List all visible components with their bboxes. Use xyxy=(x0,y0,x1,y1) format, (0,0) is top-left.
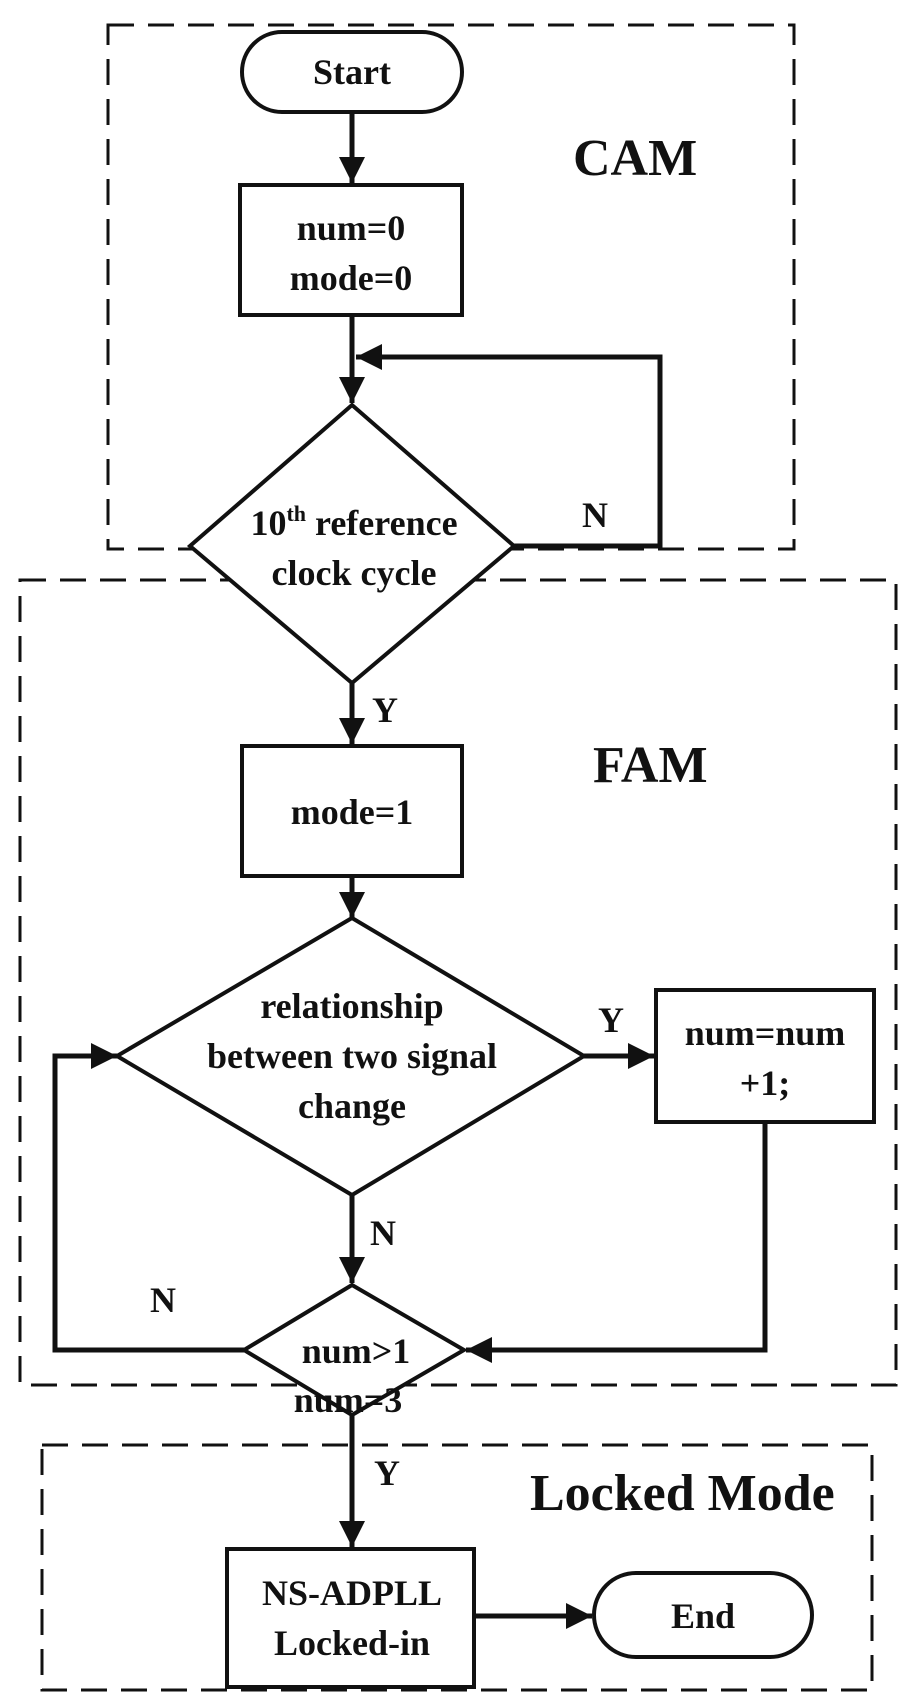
cam-region-title: CAM xyxy=(573,130,697,187)
locked-region-title: Locked Mode xyxy=(530,1465,835,1522)
locked-region-box xyxy=(40,1443,874,1692)
end-label: End xyxy=(671,1596,735,1636)
arrow-decision1-no-loop xyxy=(356,344,663,549)
decision3-label-line1: num>1 xyxy=(302,1331,411,1371)
locked-in-label-line1: NS-ADPLL xyxy=(262,1573,442,1613)
decision1-label-line1: 10th reference xyxy=(250,501,457,543)
init-process-box xyxy=(238,183,464,317)
decision3-yes-label: Y xyxy=(374,1453,400,1493)
increment-label-line2: +1; xyxy=(740,1063,791,1103)
decision3-no-label: N xyxy=(150,1280,176,1320)
decision2-label-line2: between two signal xyxy=(207,1036,497,1076)
decision1-yes-label: Y xyxy=(372,690,398,730)
init-label-mode: mode=0 xyxy=(290,258,413,298)
locked-in-process-box xyxy=(225,1547,476,1689)
decision2-label-line3: change xyxy=(298,1086,406,1126)
decision2-yes-label: Y xyxy=(598,1000,624,1040)
increment-process-box xyxy=(654,988,876,1124)
fam-region-title: FAM xyxy=(593,737,708,794)
decision2-no-label: N xyxy=(370,1213,396,1253)
arrow-increment-to-decision3 xyxy=(466,1122,768,1363)
decision1-diamond xyxy=(186,402,518,686)
locked-in-label-line2: Locked-in xyxy=(274,1623,430,1663)
increment-label-line1: num=num xyxy=(685,1013,846,1053)
decision1-label-line2: clock cycle xyxy=(272,553,437,593)
decision3-label-line2: num=3 xyxy=(294,1380,403,1420)
decision2-label-line1: relationship xyxy=(260,986,443,1026)
decision1-no-label: N xyxy=(582,495,608,535)
cam-region-box xyxy=(106,23,796,551)
end-terminator xyxy=(592,1571,814,1659)
init-label-num: num=0 xyxy=(297,208,406,248)
arrow-decision3-no-loop xyxy=(52,1043,244,1353)
start-label: Start xyxy=(313,52,391,92)
mode1-label: mode=1 xyxy=(291,792,414,832)
